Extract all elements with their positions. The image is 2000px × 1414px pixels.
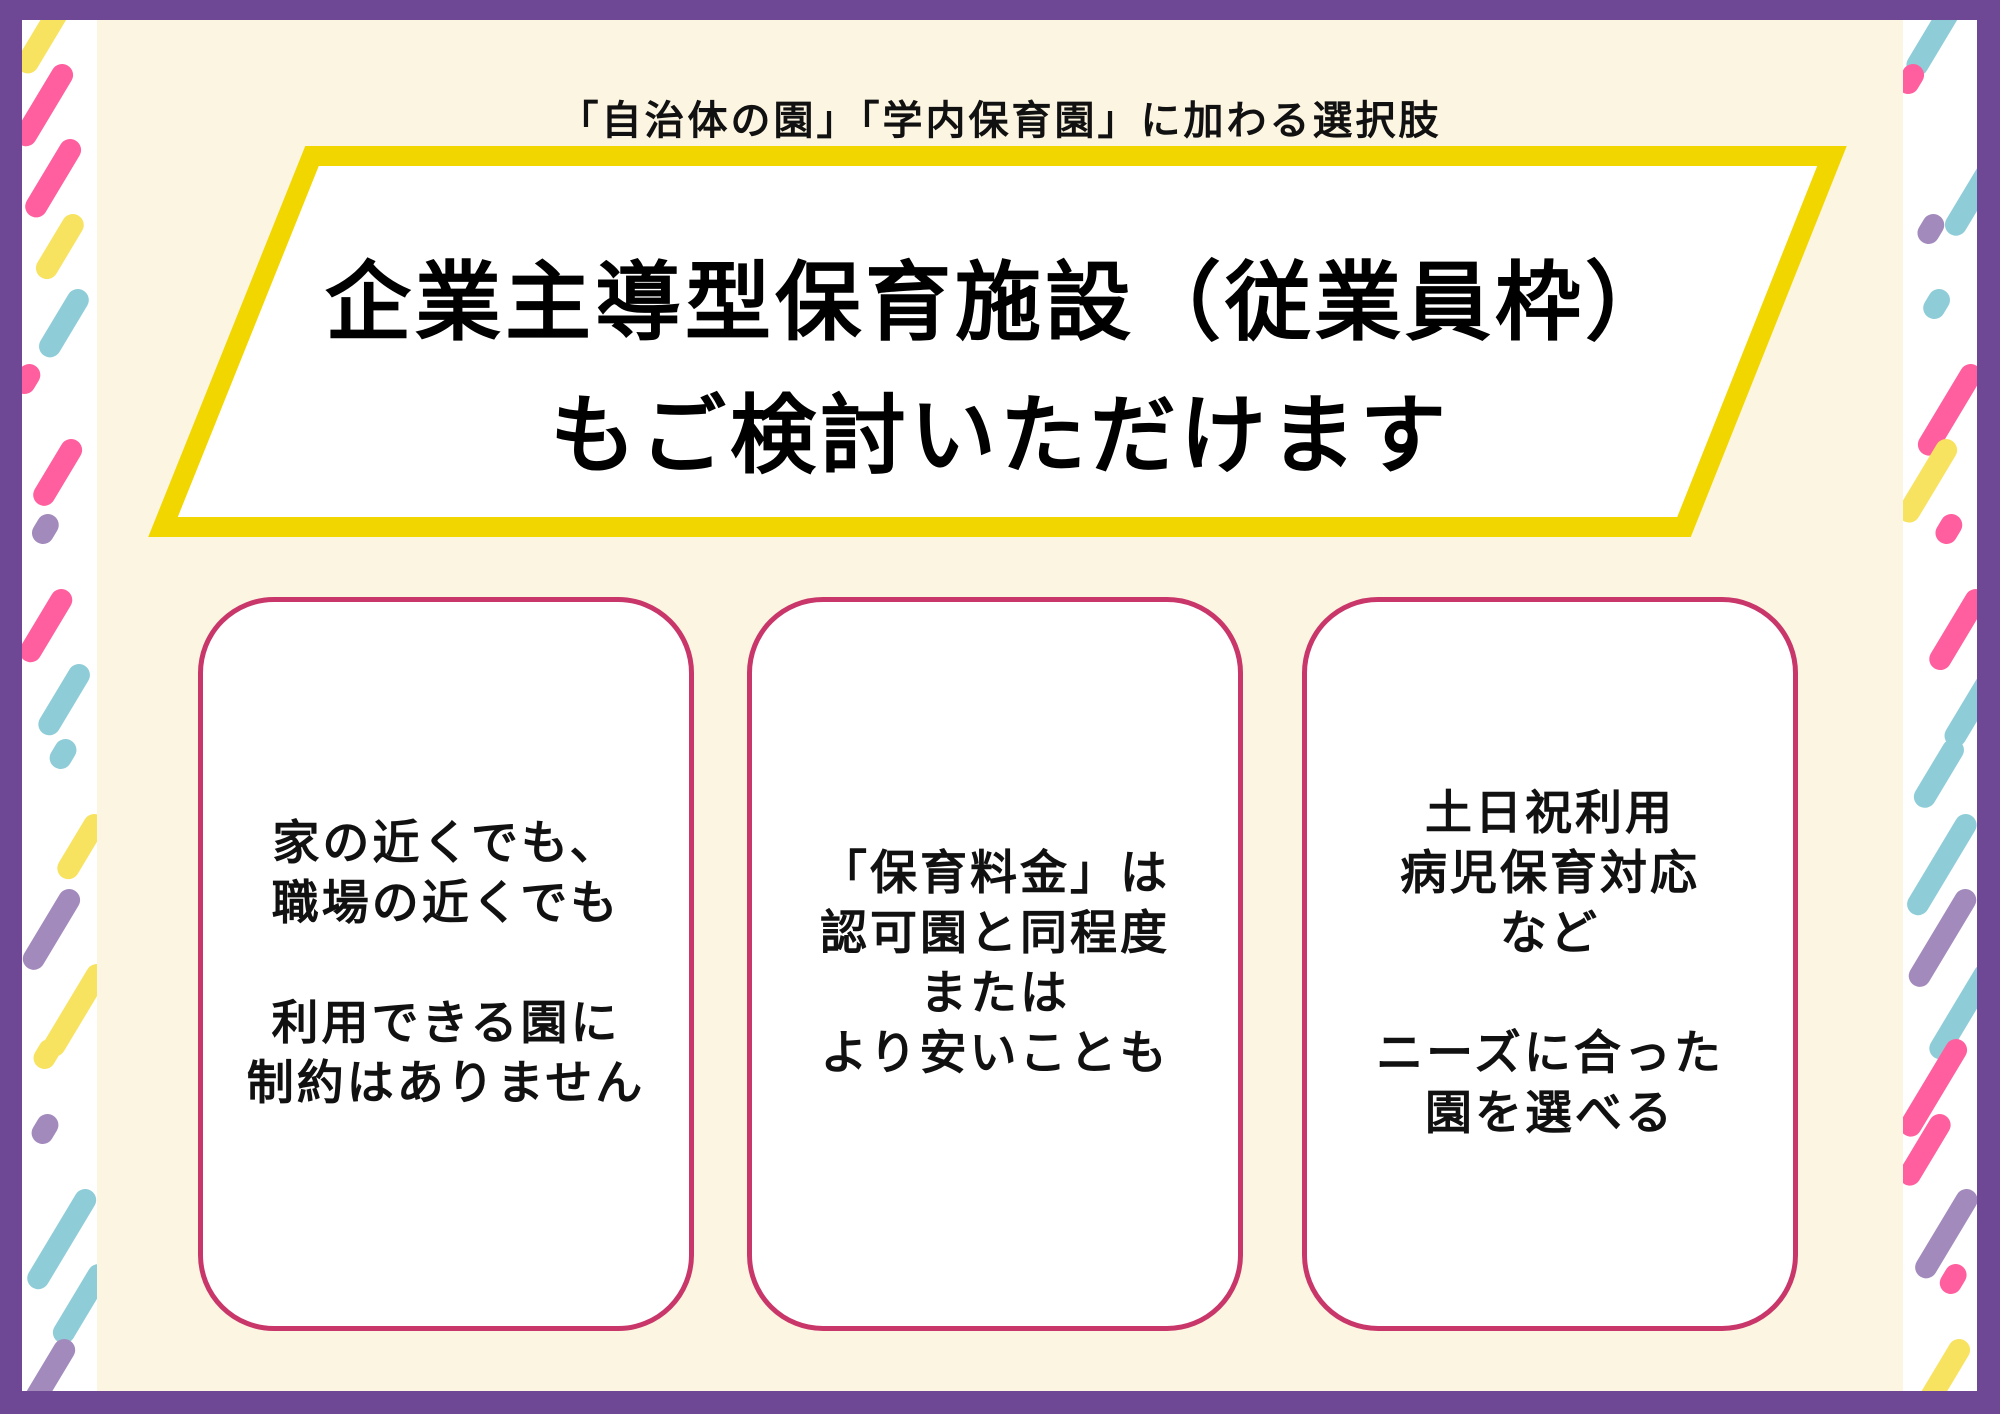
title-line-1: 企業主導型保育施設（従業員枠） [325, 253, 1675, 353]
confetti-stroke [1929, 966, 1977, 1060]
confetti-stroke [31, 514, 59, 544]
confetti-stroke [1898, 1114, 1951, 1186]
banner-parallelogram [148, 146, 1847, 537]
confetti-stroke [22, 589, 73, 663]
confetti-stroke [49, 739, 77, 769]
confetti-stroke [1923, 289, 1950, 319]
confetti-stroke [35, 214, 84, 280]
confetti-stroke [31, 1114, 59, 1144]
confetti-stroke [22, 64, 74, 147]
card-text: 家の近くでも、 職場の近くでも 利用できる園に 制約はありません [246, 816, 646, 1111]
confetti-stroke [1935, 514, 1963, 544]
subtitle: 「自治体の園」「学内保育園」に加わる選択肢 [558, 98, 1442, 144]
confetti-decoration [22, 20, 1977, 1391]
card-text: 土日祝利用 病児保育対応 など ニーズに合った 園を選べる [1376, 786, 1724, 1141]
confetti-stroke [33, 1039, 61, 1069]
confetti-stroke [1906, 20, 1958, 76]
confetti-stroke [1908, 889, 1977, 987]
confetti-stroke [26, 1339, 76, 1391]
confetti-stroke [1944, 678, 1977, 747]
confetti-stroke [22, 889, 81, 970]
confetti-stroke [1907, 814, 1977, 916]
confetti-stroke [39, 289, 89, 358]
feature-card-services: 土日祝利用 病児保育対応 など ニーズに合った 園を選べる [1302, 597, 1798, 1331]
confetti-stroke [1913, 739, 1964, 808]
confetti-stroke [57, 814, 106, 880]
confetti-stroke [43, 964, 108, 1057]
title-banner [148, 146, 1847, 537]
confetti-stroke [38, 664, 90, 736]
confetti-stroke [25, 139, 82, 218]
confetti-stroke [1944, 168, 1977, 236]
title-line-2: もご検討いただけます [550, 386, 1450, 486]
confetti-stroke [22, 364, 41, 394]
confetti-stroke [22, 20, 67, 74]
feature-card-fee: 「保育料金」は 認可園と同程度 または より安いことも [747, 597, 1243, 1331]
confetti-stroke [1929, 589, 1977, 671]
confetti-stroke [1898, 439, 1958, 523]
confetti-stroke [1917, 364, 1977, 456]
confetti-stroke [33, 439, 83, 506]
confetti-stroke [1915, 1189, 1977, 1279]
confetti-stroke [52, 1264, 110, 1344]
confetti-stroke [1897, 64, 1925, 94]
feature-card-location: 家の近くでも、 職場の近くでも 利用できる園に 制約はありません [198, 597, 694, 1331]
confetti-stroke [1921, 1339, 1971, 1391]
confetti-stroke [1939, 1264, 1967, 1294]
confetti-stroke [1917, 214, 1945, 244]
confetti-stroke [27, 1189, 97, 1290]
confetti-stroke [1899, 1039, 1968, 1137]
card-text: 「保育料金」は 認可園と同程度 または より安いことも [820, 846, 1170, 1081]
